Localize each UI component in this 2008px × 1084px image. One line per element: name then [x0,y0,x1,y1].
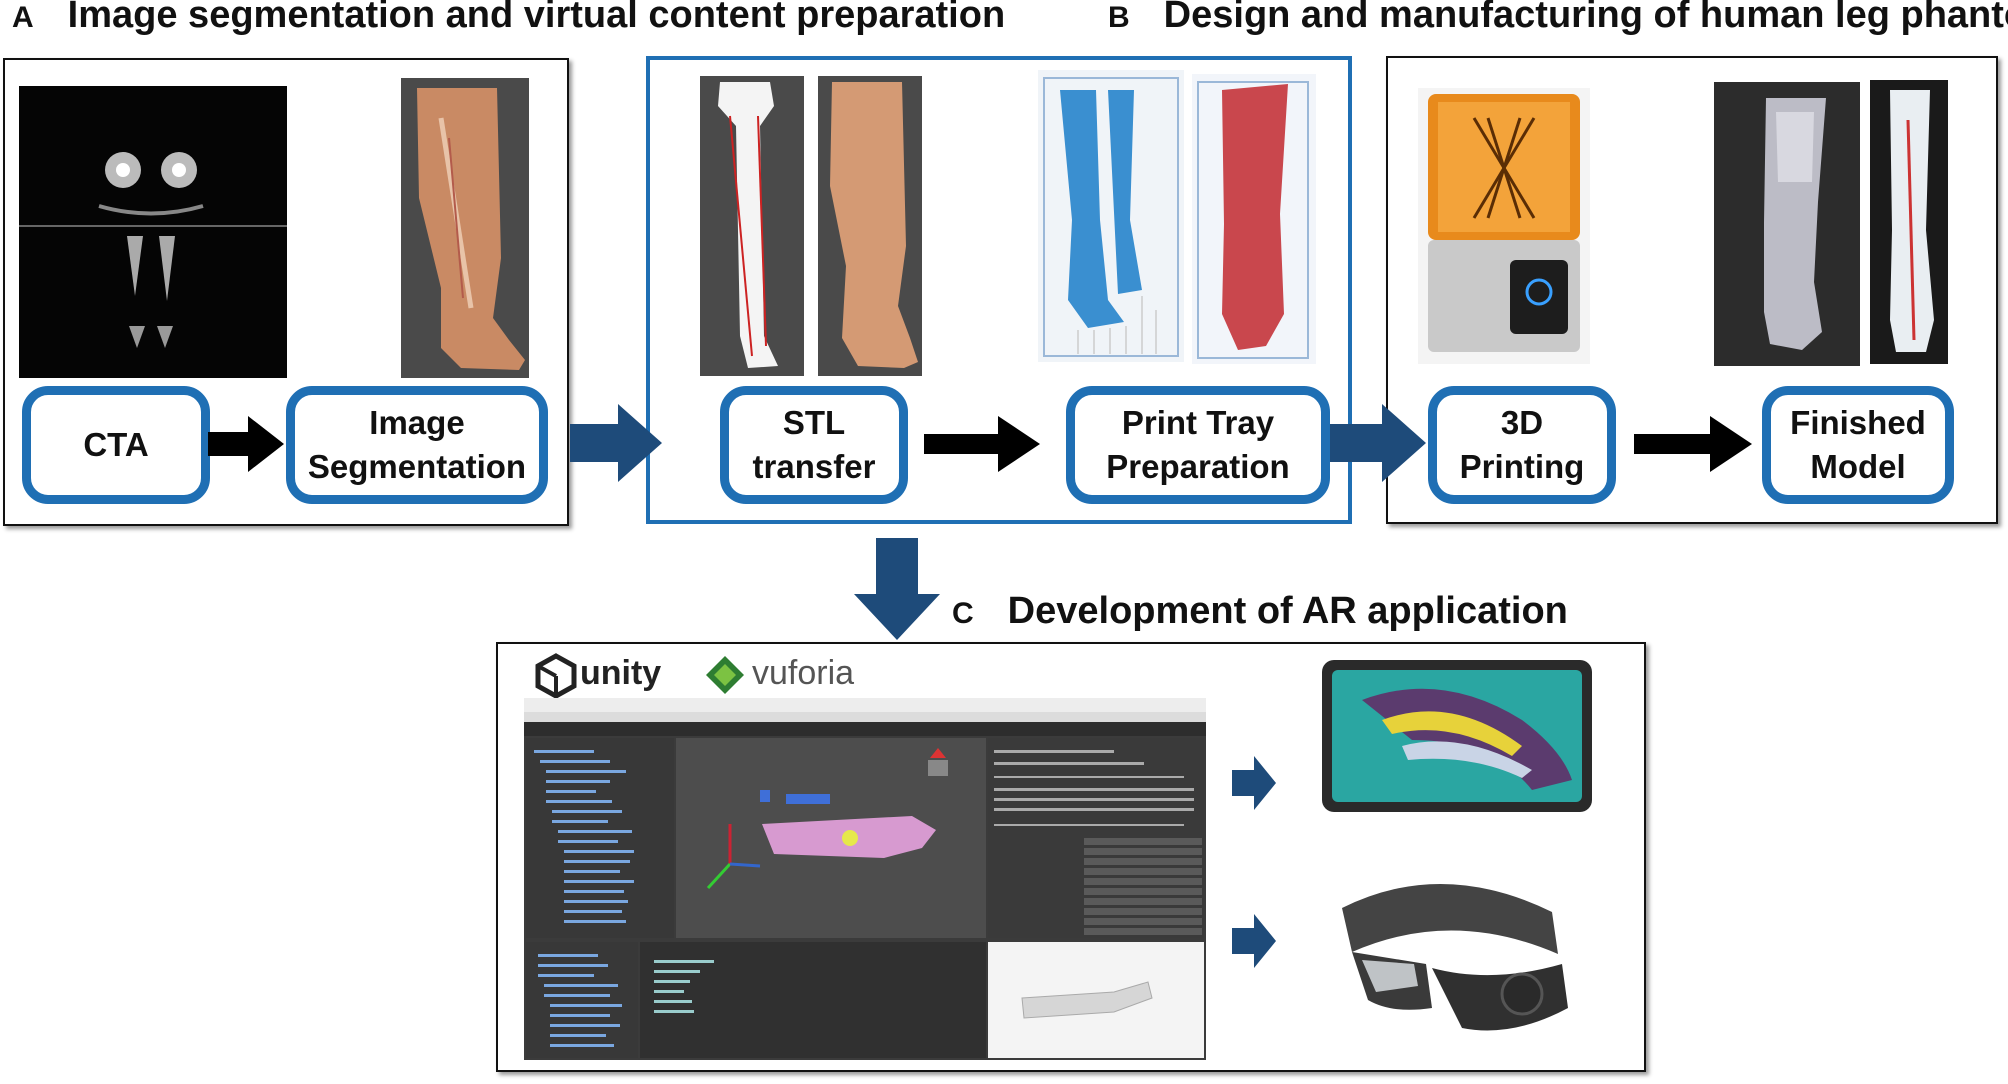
arrow-printing-to-finished [1634,416,1752,472]
step-print-tray: Print Tray Preparation [1066,386,1330,504]
step-cta: CTA [22,386,210,504]
section-a-title: Image segmentation and virtual content p… [67,0,1006,36]
section-a-letter: A [12,1,34,34]
section-c-heading: C Development of AR application [952,590,1568,633]
unity-logo-icon [535,653,577,699]
transparent-leg-image [1870,80,1948,364]
section-b-heading: B Design and manufacturing of human leg p… [1108,0,2008,37]
section-c-letter: C [952,597,974,630]
3d-printer-image [1418,88,1590,364]
section-c-title: Development of AR application [1007,590,1568,632]
unity-logo-text: unity [580,654,662,692]
tablet-device-image [1322,660,1592,812]
step-3d-printing-label: 3D Printing [1459,404,1585,485]
arrow-stl-to-tray [924,416,1040,472]
panel-a [3,58,569,526]
arrow-cta-to-segmentation [208,416,284,472]
vuforia-logo-icon [706,656,744,694]
segmented-leg-image [401,78,529,378]
arrow-a-to-stl [570,404,662,482]
arrow-tray-to-printing [1330,404,1426,482]
step-3d-printing: 3D Printing [1428,386,1616,504]
step-finished-model-label: Finished Model [1790,404,1926,485]
skin-stl-image [818,76,922,376]
unity-editor-screenshot [524,698,1206,1060]
bone-stl-image [700,76,804,376]
step-image-segmentation-label: Image Segmentation [307,404,527,485]
section-b-letter: B [1108,1,1130,34]
arrow-to-headset [1232,914,1276,968]
step-image-segmentation: Image Segmentation [286,386,548,504]
ct-scan-image [19,86,287,378]
step-cta-label: CTA [83,426,149,463]
arrow-to-tablet [1232,756,1276,810]
print-tray-supports-image [1038,70,1184,362]
section-a-heading: A Image segmentation and virtual content … [12,0,1005,37]
step-stl-transfer-label: STL transfer [752,404,876,485]
ar-headset-image [1342,883,1568,1031]
step-stl-transfer: STL transfer [720,386,908,504]
panel-c: unity vuforia [496,642,1646,1072]
section-b-title: Design and manufacturing of human leg ph… [1163,0,2008,36]
printed-leg-image [1714,82,1860,366]
step-print-tray-label: Print Tray Preparation [1106,404,1290,485]
arrow-down-to-c [854,538,940,640]
vuforia-logo-text: vuforia [752,654,855,692]
step-finished-model: Finished Model [1762,386,1954,504]
print-tray-model-image [1192,74,1316,364]
